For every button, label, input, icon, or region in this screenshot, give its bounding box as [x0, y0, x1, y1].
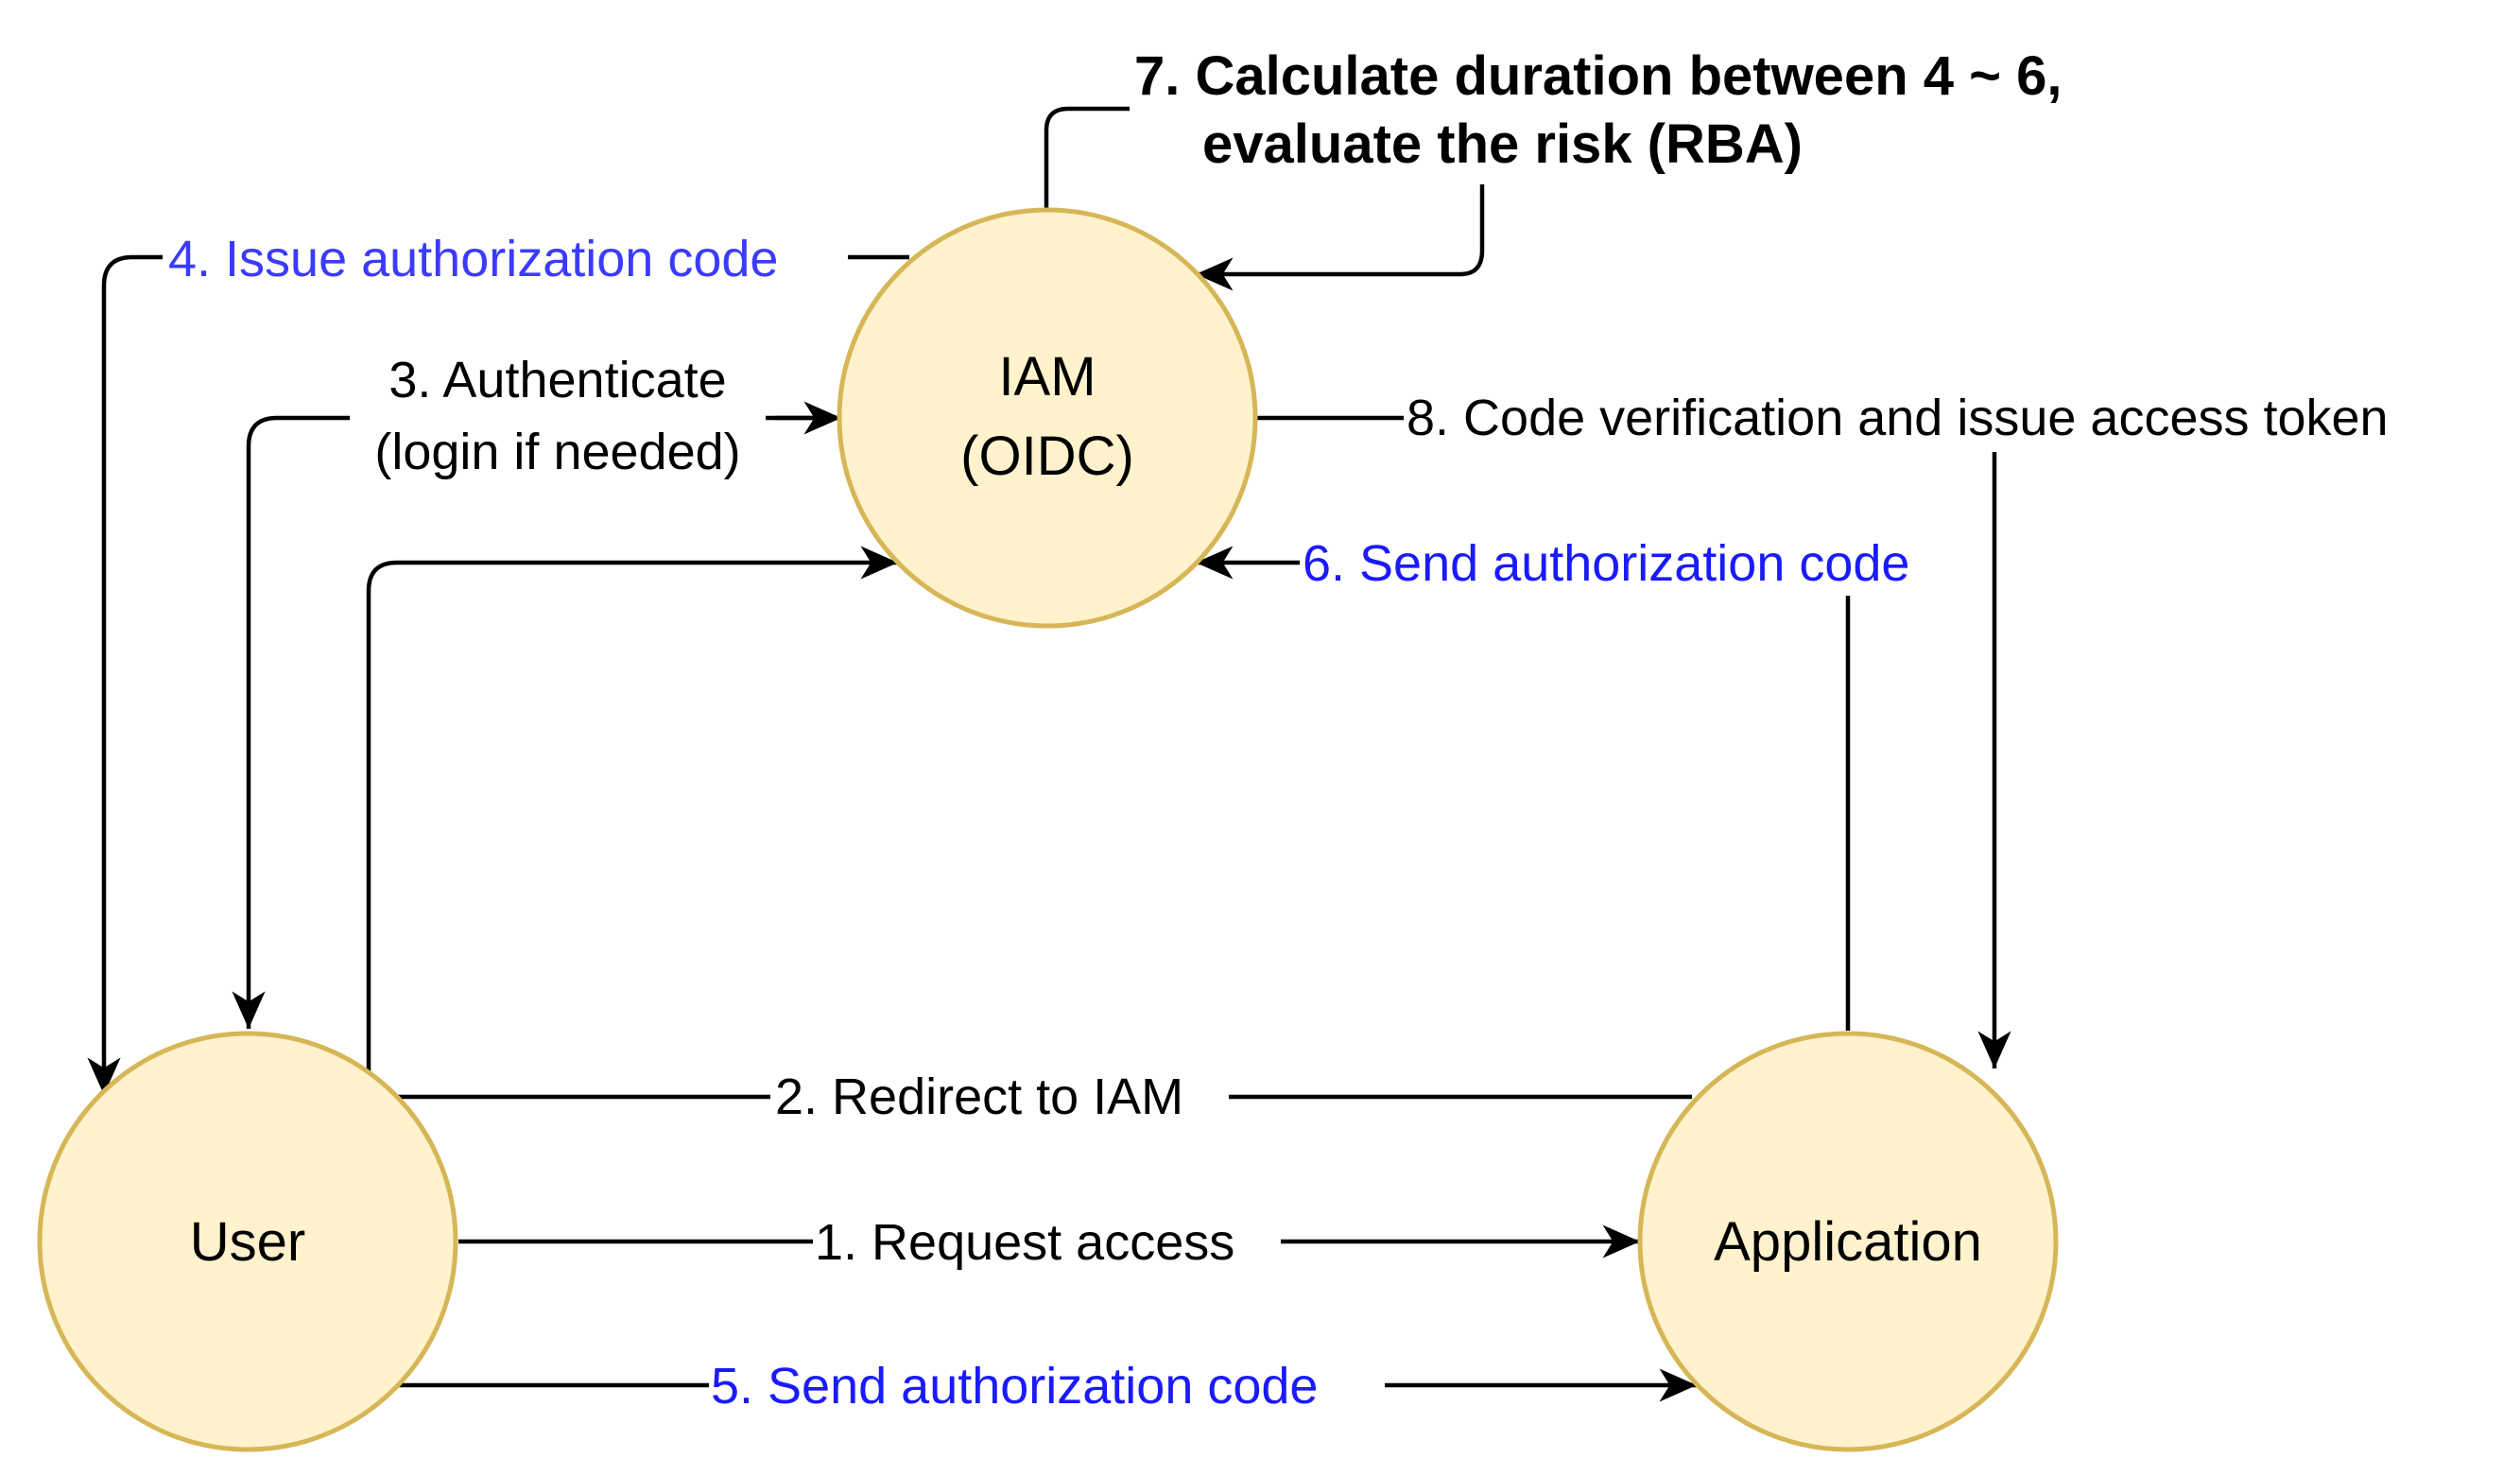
user-circle	[37, 1031, 458, 1452]
edge-5-label: 5. Send authorization code	[711, 1358, 1318, 1415]
edge-4	[87, 254, 909, 1095]
edge-2-label: 2. Redirect to IAM	[775, 1068, 1183, 1125]
edge-2	[366, 546, 1692, 1100]
application-circle	[1637, 1031, 2059, 1452]
edge-6-label: 6. Send authorization code	[1303, 535, 1909, 592]
iam-label-line1: IAM	[998, 346, 1096, 408]
edge-6	[1196, 546, 1851, 1031]
edge-4-label: 4. Issue authorization code	[168, 231, 778, 287]
edge-7-loop	[1044, 106, 1134, 208]
iam-circle	[837, 207, 1258, 629]
edge-7-label-line2: evaluate the risk (RBA)	[1202, 113, 1803, 175]
edge-8-label: 8. Code verification and issue access to…	[1407, 390, 2389, 446]
edge-1-label: 1. Request access	[815, 1214, 1234, 1271]
edge-8	[1257, 415, 2011, 1068]
iam-label-line2: (OIDC)	[960, 425, 1134, 487]
edge-3-label-line1: 3. Authenticate	[388, 352, 726, 408]
application-node[interactable]: Application	[1637, 1031, 2059, 1452]
edge-7-label-line1: 7. Calculate duration between 4 ~ 6,	[1134, 45, 2062, 107]
edge-3	[232, 415, 839, 1029]
edge-7-return	[1196, 184, 1485, 291]
user-label: User	[190, 1211, 305, 1273]
edge-3-label-line2: (login if needed)	[374, 424, 740, 480]
user-node[interactable]: User	[37, 1031, 458, 1452]
iam-node[interactable]: IAM (OIDC)	[837, 207, 1258, 629]
application-label: Application	[1714, 1211, 1982, 1273]
